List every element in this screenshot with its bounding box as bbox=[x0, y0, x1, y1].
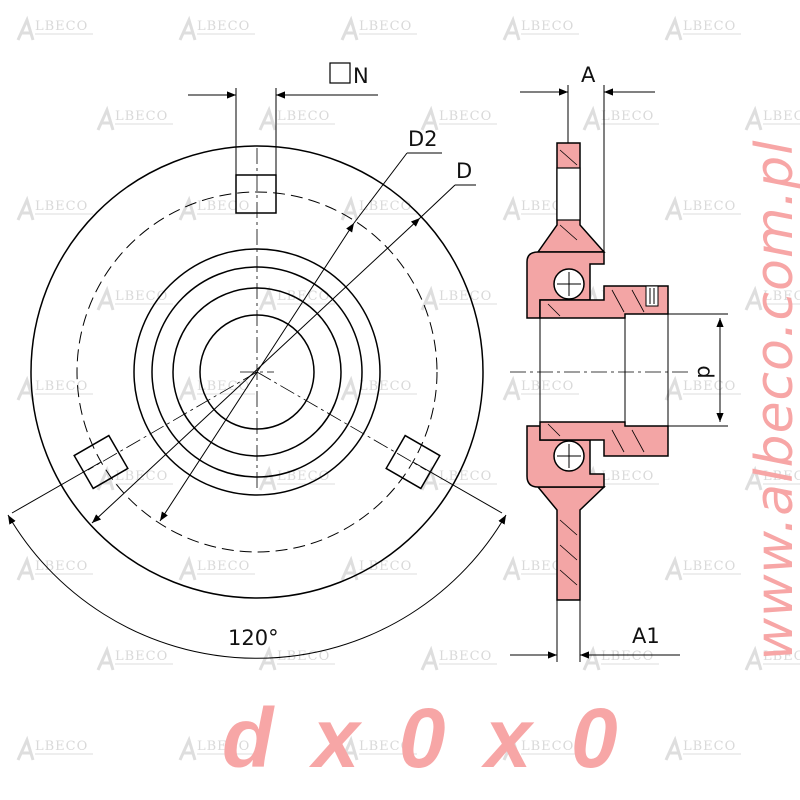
watermark-logo: LBECO bbox=[258, 645, 335, 671]
watermark-logo: LBECO bbox=[178, 555, 255, 581]
watermark-logo: LBECO bbox=[420, 105, 497, 131]
watermark-logo: LBECO bbox=[16, 195, 93, 221]
svg-text:LBECO: LBECO bbox=[35, 559, 88, 574]
watermark-logo: LBECO bbox=[744, 105, 800, 131]
watermark-logo: LBECO bbox=[96, 105, 173, 131]
svg-text:LBECO: LBECO bbox=[197, 559, 250, 574]
watermark-logo: LBECO bbox=[16, 15, 93, 41]
svg-text:LBECO: LBECO bbox=[439, 469, 492, 484]
watermark-logo: LBECO bbox=[340, 15, 417, 41]
watermark-logo: LBECO bbox=[16, 735, 93, 761]
watermark-logo: LBECO bbox=[16, 375, 93, 401]
svg-text:LBECO: LBECO bbox=[35, 739, 88, 754]
section-view bbox=[510, 85, 728, 662]
label-a: A bbox=[581, 63, 596, 87]
watermark-logo: LBECO bbox=[258, 465, 335, 491]
label-d-bore: d bbox=[693, 365, 717, 378]
dimension-formula: d x 0 x 0 bbox=[222, 691, 626, 785]
watermark-logo: LBECO bbox=[664, 735, 741, 761]
watermark-logo: LBECO bbox=[664, 195, 741, 221]
svg-text:LBECO: LBECO bbox=[439, 109, 492, 124]
svg-text:LBECO: LBECO bbox=[683, 199, 736, 214]
watermark-logo: LBECO bbox=[420, 645, 497, 671]
svg-text:LBECO: LBECO bbox=[359, 19, 412, 34]
dimension-labels: N D2 D A A1 d 120° bbox=[228, 62, 717, 650]
watermark-logo: LBECO bbox=[420, 465, 497, 491]
label-d-outer: D bbox=[456, 159, 472, 183]
front-view bbox=[7, 88, 507, 659]
svg-text:LBECO: LBECO bbox=[359, 559, 412, 574]
watermark-logo: LBECO bbox=[744, 465, 800, 491]
watermark-logo: LBECO bbox=[16, 555, 93, 581]
svg-text:LBECO: LBECO bbox=[763, 469, 800, 484]
svg-text:LBECO: LBECO bbox=[763, 289, 800, 304]
flange-bottom bbox=[536, 486, 606, 601]
svg-text:LBECO: LBECO bbox=[521, 739, 574, 754]
svg-text:LBECO: LBECO bbox=[277, 109, 330, 124]
label-d2: D2 bbox=[408, 127, 438, 151]
flange-outline bbox=[30, 145, 484, 599]
watermark-logo: LBECO bbox=[340, 735, 417, 761]
svg-text:LBECO: LBECO bbox=[439, 649, 492, 664]
svg-text:LBECO: LBECO bbox=[35, 379, 88, 394]
svg-text:LBECO: LBECO bbox=[683, 559, 736, 574]
svg-text:LBECO: LBECO bbox=[197, 19, 250, 34]
svg-text:LBECO: LBECO bbox=[683, 19, 736, 34]
svg-text:LBECO: LBECO bbox=[601, 109, 654, 124]
watermark-logo: LBECO bbox=[96, 285, 173, 311]
set-screw bbox=[645, 285, 659, 307]
svg-text:LBECO: LBECO bbox=[197, 199, 250, 214]
svg-text:LBECO: LBECO bbox=[115, 109, 168, 124]
label-a1: A1 bbox=[632, 624, 660, 648]
svg-text:LBECO: LBECO bbox=[763, 109, 800, 124]
svg-text:LBECO: LBECO bbox=[763, 649, 800, 664]
svg-text:LBECO: LBECO bbox=[359, 379, 412, 394]
svg-text:LBECO: LBECO bbox=[359, 739, 412, 754]
watermark-logo: LBECO bbox=[340, 555, 417, 581]
watermark-logo: LBECO bbox=[582, 645, 659, 671]
bolt-slot-top bbox=[235, 174, 277, 214]
bolt-circle bbox=[76, 191, 438, 553]
watermark-logo: LBECO bbox=[664, 15, 741, 41]
svg-text:LBECO: LBECO bbox=[601, 649, 654, 664]
watermark-logo: LBECO bbox=[664, 375, 741, 401]
svg-text:LBECO: LBECO bbox=[115, 649, 168, 664]
svg-text:LBECO: LBECO bbox=[683, 739, 736, 754]
svg-text:LBECO: LBECO bbox=[197, 739, 250, 754]
watermark-logo: LBECO bbox=[178, 195, 255, 221]
svg-text:LBECO: LBECO bbox=[683, 379, 736, 394]
svg-text:LBECO: LBECO bbox=[521, 379, 574, 394]
watermark-logo: LBECO bbox=[502, 15, 579, 41]
watermark-logo: LBECO bbox=[664, 555, 741, 581]
svg-text:LBECO: LBECO bbox=[601, 469, 654, 484]
watermark-logo: LBECO bbox=[178, 735, 255, 761]
watermark-logo: LBECO bbox=[96, 645, 173, 671]
svg-text:LBECO: LBECO bbox=[35, 199, 88, 214]
watermark-logo: LBECO bbox=[582, 105, 659, 131]
watermark-logo: LBECO bbox=[502, 735, 579, 761]
label-n: N bbox=[353, 64, 369, 88]
svg-text:LBECO: LBECO bbox=[521, 19, 574, 34]
watermark-logo: LBECO bbox=[178, 15, 255, 41]
svg-text:LBECO: LBECO bbox=[35, 19, 88, 34]
svg-text:LBECO: LBECO bbox=[359, 199, 412, 214]
watermark-logo: LBECO bbox=[744, 645, 800, 671]
watermark-logo: LBECO bbox=[744, 285, 800, 311]
square-symbol bbox=[329, 62, 351, 84]
website-url: www.albeco.com.pl bbox=[745, 139, 800, 661]
svg-text:LBECO: LBECO bbox=[439, 289, 492, 304]
watermark-logo: LBECO bbox=[420, 285, 497, 311]
watermark-logo: LBECO bbox=[258, 105, 335, 131]
watermark-logo: LBECO bbox=[502, 375, 579, 401]
label-angle: 120° bbox=[228, 626, 279, 650]
watermark-logo: LBECO bbox=[340, 195, 417, 221]
